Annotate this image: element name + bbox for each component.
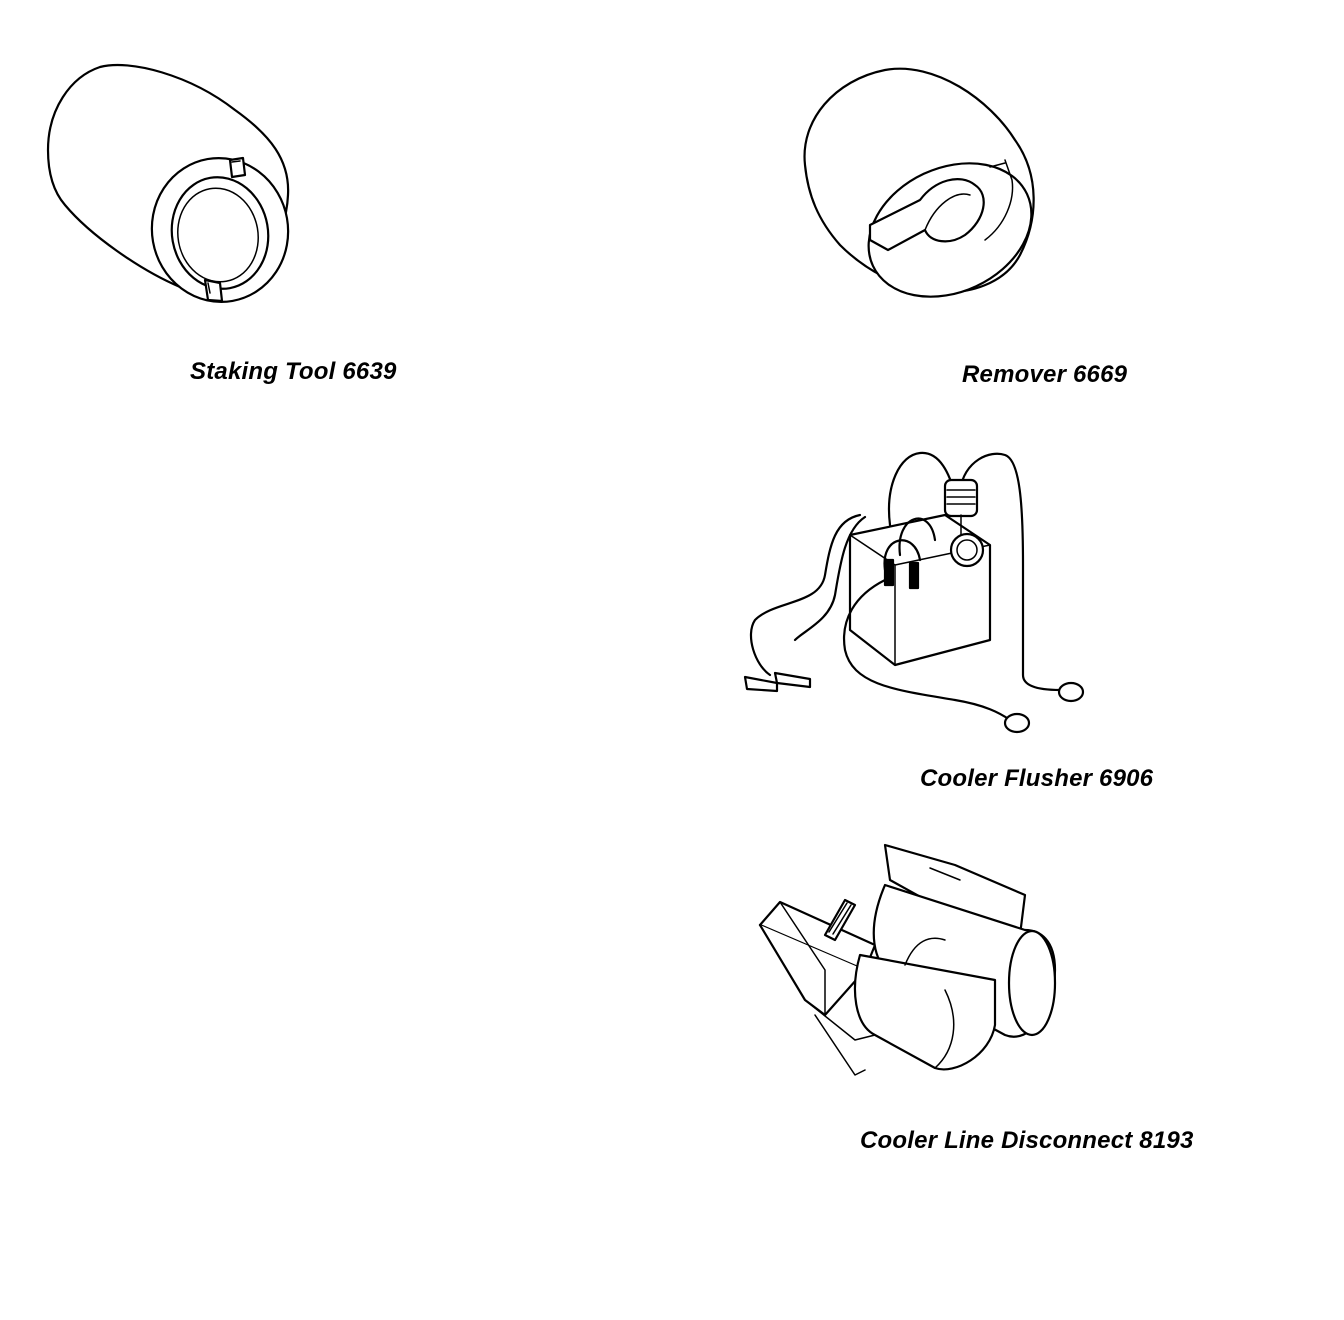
remover-drawing	[803, 67, 1035, 298]
remover-caption: Remover 6669	[962, 361, 1128, 388]
cooler-line-disconnect-illustration	[755, 840, 1065, 1080]
staking-tool-caption: Staking Tool 6639	[190, 358, 397, 385]
cooler-flusher-caption: Cooler Flusher 6906	[920, 765, 1154, 792]
cooler-line-disconnect-drawing	[758, 843, 1057, 1076]
cooler-flusher-illustration	[735, 445, 1095, 745]
staking-tool-drawing	[46, 63, 290, 303]
cooler-line-disconnect-caption: Cooler Line Disconnect 8193	[860, 1127, 1194, 1154]
staking-tool-illustration	[40, 55, 300, 315]
remover-illustration	[800, 55, 1045, 300]
cooler-flusher-drawing	[743, 451, 1085, 734]
